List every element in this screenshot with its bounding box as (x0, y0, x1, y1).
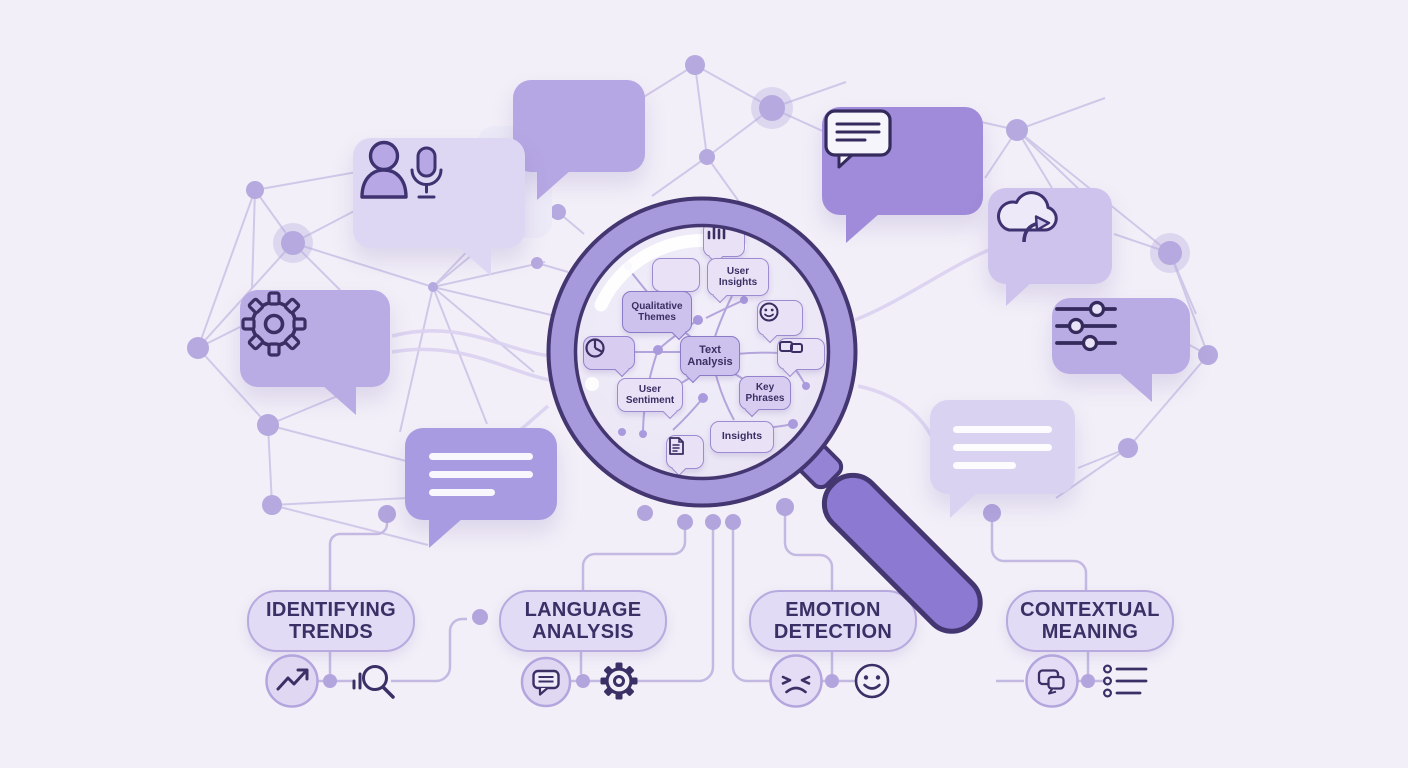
mini-label: Text Analysis (687, 343, 733, 368)
pill-label: EMOTION DETECTION (773, 598, 893, 643)
process-bubble (240, 290, 390, 415)
gear-icon (600, 662, 638, 700)
mini-smiley-bubble (757, 300, 803, 344)
chat-pair-icon (1025, 654, 1079, 708)
mini-insights-bubble: Insights (710, 421, 774, 453)
cloud-share-icon (997, 191, 1058, 243)
user-voice-bubble (353, 138, 525, 276)
text-lines (429, 452, 533, 496)
mini-user-sentiment-bubble: User Sentiment (617, 378, 683, 420)
pill-label: LANGUAGE ANALYSIS (524, 598, 642, 643)
pie-chart-icon (585, 338, 605, 358)
magnifier-rim (548, 198, 856, 506)
chat-duo-icon (779, 341, 803, 353)
list-icon (1102, 664, 1148, 698)
chat-message-icon (520, 656, 572, 708)
sliders-icon (1055, 300, 1117, 352)
mini-label: User Sentiment (625, 383, 675, 406)
mini-qualitative-themes-bubble: Qualitative Themes (622, 291, 692, 341)
pill-emotion-detection: EMOTION DETECTION (749, 590, 917, 652)
mini-user-insights-bubble: User Insights (707, 258, 769, 304)
sad-face-icon (769, 654, 823, 708)
chat-message-icon (824, 109, 892, 169)
mini-label: Key Phrases (745, 381, 785, 404)
trend-up-icon (265, 654, 319, 708)
mini-pie-chart-bubble (583, 336, 635, 378)
search-stats-icon (352, 665, 395, 699)
gear-icon (241, 291, 307, 357)
bar-chart-icon (707, 224, 726, 240)
document-icon (669, 437, 684, 455)
mini-chat-duo-bubble (777, 338, 825, 378)
mini-text-analysis-bubble: Text Analysis (680, 336, 740, 384)
person-voice-icon (360, 140, 443, 199)
smiley-icon (759, 302, 779, 322)
pill-contextual-meaning: CONTEXTUAL MEANING (1006, 590, 1174, 652)
pill-label: IDENTIFYING TRENDS (266, 598, 396, 643)
plain-speech-bubble (513, 80, 645, 200)
text-bubble-right (930, 400, 1075, 518)
mini-label: Insights (721, 430, 763, 443)
text-bubble-left (405, 428, 557, 548)
text-lines (953, 425, 1052, 469)
mini-label: Qualitative Themes (631, 300, 683, 323)
pill-label: CONTEXTUAL MEANING (1020, 598, 1160, 643)
message-bubble (822, 107, 983, 243)
mini-key-phrases-bubble: Key Phrases (739, 376, 791, 418)
happy-face-icon (854, 663, 890, 699)
magnifier-handle (821, 472, 983, 634)
mini-label: User Insights (718, 265, 758, 288)
pill-identifying-trends: IDENTIFYING TRENDS (247, 590, 415, 652)
pill-language-analysis: LANGUAGE ANALYSIS (499, 590, 667, 652)
mini-document-bubble (666, 435, 704, 477)
